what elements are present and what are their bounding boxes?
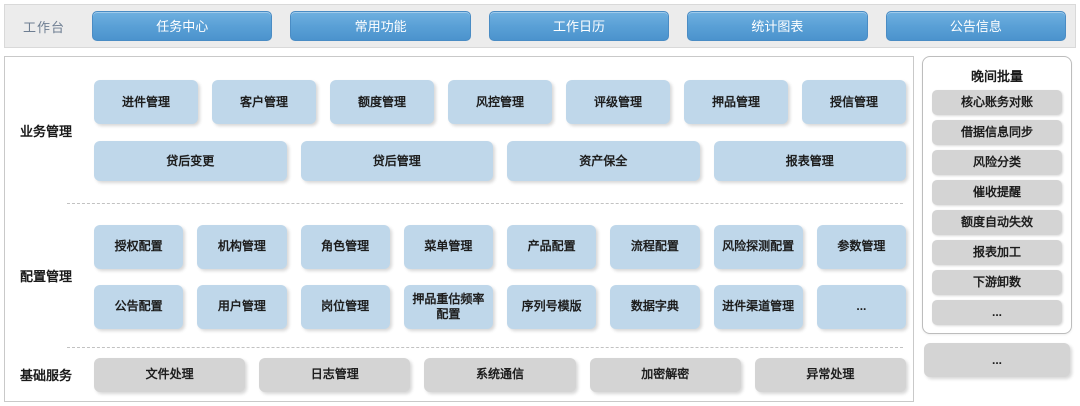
tile-collateral-management[interactable]: 押品管理 [684, 80, 788, 124]
tile-report-management[interactable]: 报表管理 [713, 141, 906, 181]
base-rows: 文件处理 日志管理 系统通信 加密解密 异常处理 [87, 348, 913, 401]
right-panel-more-button[interactable]: ... [924, 343, 1070, 377]
section-business-management: 业务管理 进件管理 客户管理 额度管理 风控管理 评级管理 押品管理 授信管理 … [5, 57, 913, 203]
tile-application-channel-management[interactable]: 进件渠道管理 [713, 284, 803, 329]
workbench-label: 工作台 [22, 19, 65, 35]
tab-announcements[interactable]: 公告信息 [885, 11, 1067, 41]
tile-product-config[interactable]: 产品配置 [507, 224, 597, 269]
tile-application-management[interactable]: 进件管理 [94, 80, 198, 124]
business-rows: 进件管理 客户管理 额度管理 风控管理 评级管理 押品管理 授信管理 贷后变更 … [87, 57, 913, 203]
batch-item-core-account-reconciliation[interactable]: 核心账务对账 [932, 90, 1062, 115]
tile-rating-management[interactable]: 评级管理 [566, 80, 670, 124]
business-row-1: 进件管理 客户管理 额度管理 风控管理 评级管理 押品管理 授信管理 [87, 71, 913, 133]
business-row-2: 贷后变更 贷后管理 资产保全 报表管理 [87, 133, 913, 189]
tile-risk-control-management[interactable]: 风控管理 [448, 80, 552, 124]
config-row-1: 授权配置 机构管理 角色管理 菜单管理 产品配置 流程配置 风险探测配置 参数管… [87, 216, 913, 278]
section-base-services: 基础服务 文件处理 日志管理 系统通信 加密解密 异常处理 [5, 348, 913, 401]
config-row-2: 公告配置 用户管理 岗位管理 押品重估频率配置 序列号模版 数据字典 进件渠道管… [87, 278, 913, 336]
tile-log-management[interactable]: 日志管理 [259, 357, 411, 392]
module-matrix-panel: 业务管理 进件管理 客户管理 额度管理 风控管理 评级管理 押品管理 授信管理 … [4, 56, 914, 402]
tile-role-management[interactable]: 角色管理 [300, 224, 390, 269]
tile-data-dictionary[interactable]: 数据字典 [610, 284, 700, 329]
tile-organization-management[interactable]: 机构管理 [197, 224, 287, 269]
section-label-business: 业务管理 [19, 123, 72, 139]
tile-config-more[interactable]: ... [816, 284, 906, 329]
batch-item-downstream-unload[interactable]: 下游卸数 [932, 270, 1062, 295]
top-tab-list: 任务中心 常用功能 工作日历 统计图表 公告信息 [83, 5, 1075, 47]
tile-system-communication[interactable]: 系统通信 [424, 357, 576, 392]
config-rows: 授权配置 机构管理 角色管理 菜单管理 产品配置 流程配置 风险探测配置 参数管… [87, 204, 913, 347]
tile-parameter-management[interactable]: 参数管理 [816, 224, 906, 269]
tile-post-loan-management[interactable]: 贷后管理 [300, 141, 493, 181]
tile-credit-granting-management[interactable]: 授信管理 [802, 80, 906, 124]
tile-risk-detection-config[interactable]: 风险探测配置 [713, 224, 803, 269]
batch-item-collection-reminder[interactable]: 催收提醒 [932, 180, 1062, 205]
tile-process-config[interactable]: 流程配置 [610, 224, 700, 269]
section-label-base: 基础服务 [19, 368, 72, 383]
batch-item-risk-classification[interactable]: 风险分类 [932, 150, 1062, 175]
tile-collateral-revaluation-frequency-config[interactable]: 押品重估频率配置 [403, 284, 493, 329]
batch-item-auto-limit-expiry[interactable]: 额度自动失效 [932, 210, 1062, 235]
tile-credit-limit-management[interactable]: 额度管理 [330, 80, 434, 124]
tile-menu-management[interactable]: 菜单管理 [403, 224, 493, 269]
tab-work-calendar[interactable]: 工作日历 [488, 11, 670, 41]
batch-item-report-processing[interactable]: 报表加工 [932, 240, 1062, 265]
batch-item-iou-info-sync[interactable]: 借据信息同步 [932, 120, 1062, 145]
tile-serial-number-template[interactable]: 序列号模版 [507, 284, 597, 329]
right-panel: 晚间批量 核心账务对账 借据信息同步 风险分类 催收提醒 额度自动失效 报表加工… [918, 56, 1076, 402]
tile-encryption-decryption[interactable]: 加密解密 [589, 357, 741, 392]
section-label-config: 配置管理 [19, 269, 72, 284]
tab-statistics-chart[interactable]: 统计图表 [687, 11, 868, 41]
batch-item-more[interactable]: ... [932, 300, 1062, 325]
tile-post-loan-change[interactable]: 贷后变更 [94, 141, 287, 181]
night-batch-title: 晚间批量 [970, 69, 1023, 84]
tile-asset-preservation[interactable]: 资产保全 [507, 141, 700, 181]
base-row-1: 文件处理 日志管理 系统通信 加密解密 异常处理 [87, 348, 913, 401]
tile-authorization-config[interactable]: 授权配置 [94, 224, 184, 269]
tile-user-management[interactable]: 用户管理 [197, 284, 287, 329]
tile-customer-management[interactable]: 客户管理 [212, 80, 316, 124]
tile-file-processing[interactable]: 文件处理 [94, 357, 246, 392]
top-navigation-bar: 工作台 任务中心 常用功能 工作日历 统计图表 公告信息 [4, 4, 1076, 48]
tile-exception-handling[interactable]: 异常处理 [754, 357, 907, 392]
divider-business-config [67, 203, 903, 204]
divider-config-base [67, 347, 903, 348]
night-batch-card: 晚间批量 核心账务对账 借据信息同步 风险分类 催收提醒 额度自动失效 报表加工… [922, 56, 1072, 334]
tile-position-management[interactable]: 岗位管理 [300, 284, 390, 329]
tab-task-center[interactable]: 任务中心 [92, 11, 273, 41]
tile-announcement-config[interactable]: 公告配置 [94, 284, 184, 329]
section-config-management: 配置管理 授权配置 机构管理 角色管理 菜单管理 产品配置 流程配置 风险探测配… [5, 204, 913, 347]
tab-common-functions[interactable]: 常用功能 [290, 11, 471, 41]
